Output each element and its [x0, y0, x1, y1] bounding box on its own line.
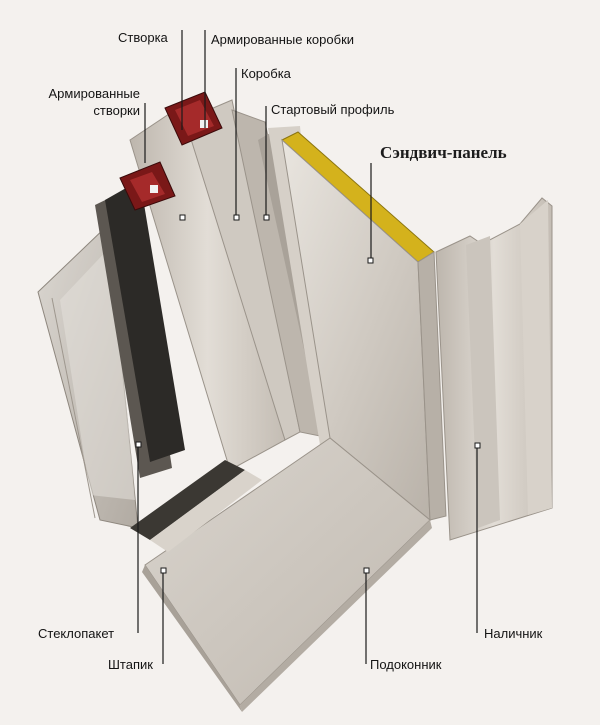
label-armirovannye-stvorki-line2: створки: [93, 103, 140, 118]
casing-trim-shape: [435, 197, 553, 541]
label-armirovannye-stvorki-line1: Армированные: [48, 86, 140, 101]
label-steklopaket: Стеклопакет: [38, 626, 115, 641]
label-korobka: Коробка: [241, 66, 291, 81]
reinforcement-shape: [119, 91, 223, 211]
leader-lines: [137, 30, 478, 664]
label-nalichnik: Наличник: [484, 626, 543, 641]
label-armirovannye-korobki: Армированные коробки: [211, 32, 355, 47]
window-sill-shape: [142, 437, 432, 712]
leader-markers: [135, 214, 481, 574]
label-sendvich-panel: Сэндвич-панель: [380, 143, 507, 162]
sandwich-panel-shape: [281, 131, 447, 522]
glazing-bead-shape: [130, 460, 262, 552]
label-stvorka: Створка: [118, 30, 168, 45]
label-startovyy-profil: Стартовый профиль: [271, 102, 395, 117]
label-shtapik: Штапик: [108, 657, 153, 672]
frame-profile-shape: [95, 99, 338, 478]
label-podokonnik: Подоконник: [370, 657, 442, 672]
